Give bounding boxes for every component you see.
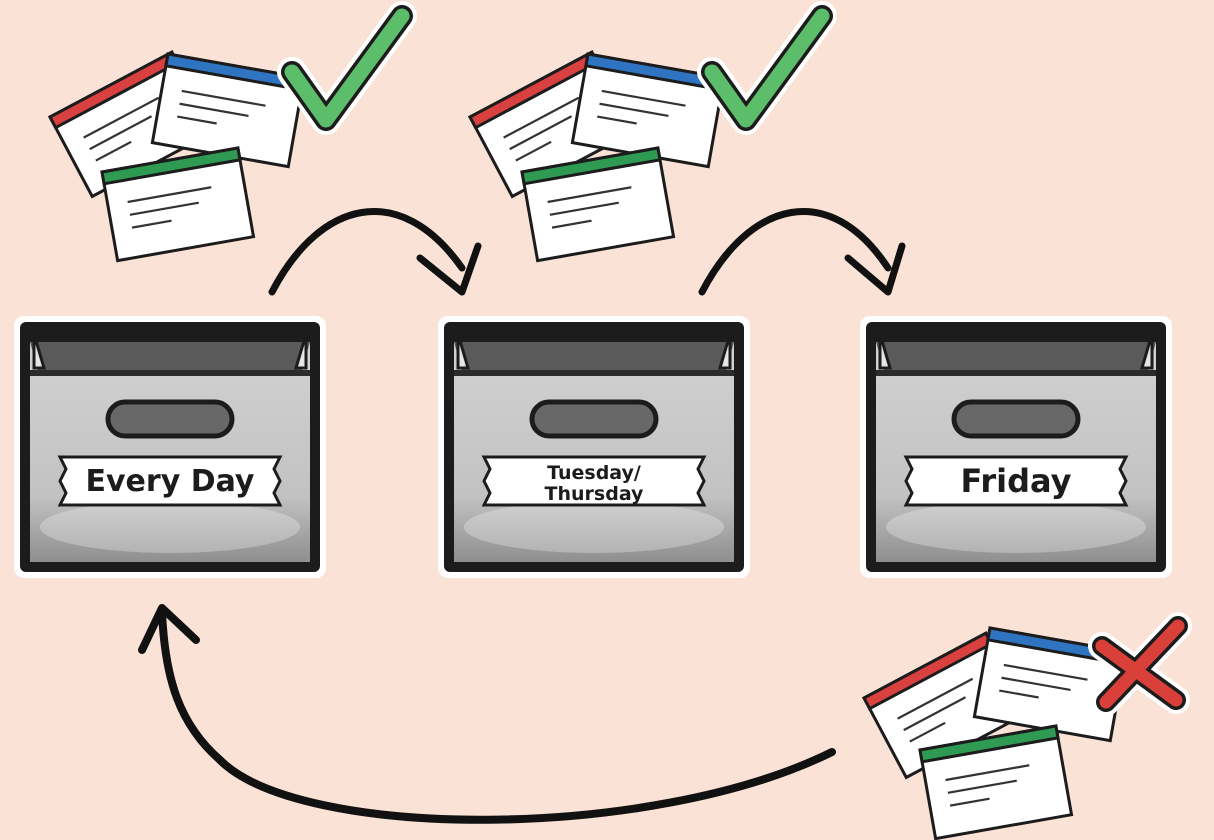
box-tuesday-thursday: Tuesday/ Thursday (438, 316, 750, 578)
flashcard-green (100, 146, 256, 263)
box-every-day: Every Day (14, 316, 326, 578)
box-friday: Friday (860, 316, 1172, 578)
box-label-tuesday-thursday-line-1: Tuesday/ (547, 462, 641, 484)
card-group-3 (861, 612, 1192, 840)
arrow-friday-to-every-day (138, 604, 836, 824)
box-label-tuesday-thursday-line-2: Thursday (545, 483, 645, 505)
card-group-1 (47, 1, 417, 263)
flashcard-green (918, 724, 1074, 840)
x-mark-icon (1088, 612, 1192, 716)
arrow-tuesday-thursday-to-friday (698, 208, 906, 296)
box-label-friday: Friday (961, 462, 1072, 500)
card-group-2 (467, 1, 837, 263)
flashcard-green (520, 146, 676, 263)
arrow-every-day-to-tuesday-thursday (268, 208, 482, 296)
box-label-every-day: Every Day (86, 464, 255, 499)
